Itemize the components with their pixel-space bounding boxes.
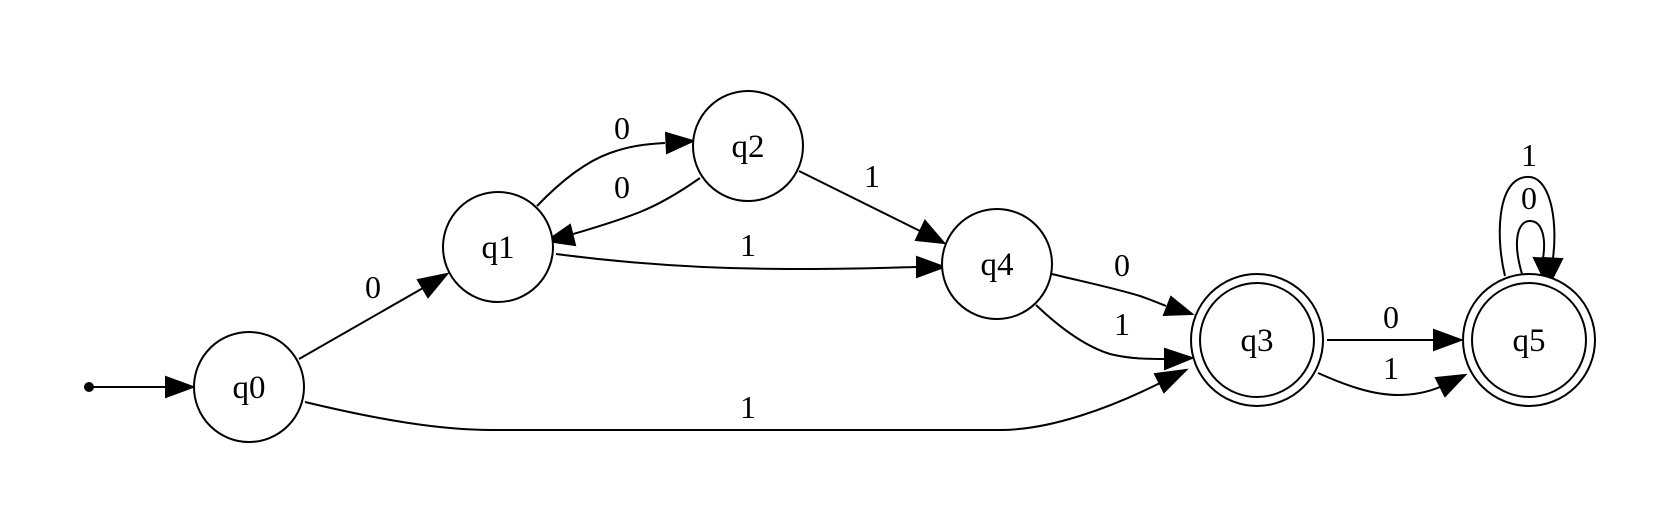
state-q1: q1 xyxy=(442,191,554,303)
edge-label-q3-q5-0: 0 xyxy=(1383,299,1399,335)
edge-q4-q3-1: 1 xyxy=(1035,304,1195,371)
edge-q1-q2: 0 xyxy=(536,110,696,207)
state-q3: q3 xyxy=(1190,273,1324,407)
edge-label-q3-q5-1: 1 xyxy=(1383,350,1399,386)
state-q4: q4 xyxy=(941,208,1053,320)
edge-q2-q4: 1 xyxy=(798,158,947,245)
edge-label-q4-q3-1: 1 xyxy=(1114,306,1130,342)
start-arrow xyxy=(84,375,196,399)
state-q5: q5 xyxy=(1462,273,1596,407)
edge-q1-q4: 1 xyxy=(555,227,947,279)
edge-label-q0-q3: 1 xyxy=(740,389,756,425)
state-label-q5: q5 xyxy=(1513,323,1546,359)
state-q0: q0 xyxy=(193,331,305,443)
state-label-q1: q1 xyxy=(482,230,515,266)
edge-q3-q5-1: 1 xyxy=(1317,350,1468,398)
state-label-q3: q3 xyxy=(1241,323,1274,359)
edge-q5-q5-0: 0 xyxy=(1515,180,1555,286)
edge-label-q1-q2: 0 xyxy=(614,110,630,146)
edge-label-q4-q3-0: 0 xyxy=(1114,247,1130,283)
edge-label-q5-q5-0: 0 xyxy=(1521,180,1537,216)
state-label-q2: q2 xyxy=(732,129,765,165)
state-q2: q2 xyxy=(692,90,804,202)
edge-q3-q5-0: 0 xyxy=(1327,299,1464,352)
edge-q0-q3: 1 xyxy=(304,368,1189,431)
state-label-q0: q0 xyxy=(233,370,266,406)
state-label-q4: q4 xyxy=(981,247,1014,283)
edge-label-q5-q5-1: 1 xyxy=(1521,137,1537,173)
edge-label-q2-q4: 1 xyxy=(864,158,880,194)
edge-q0-q1: 0 xyxy=(298,269,450,360)
edge-q4-q3-0: 0 xyxy=(1051,247,1195,317)
edge-label-q0-q1: 0 xyxy=(365,269,381,305)
edge-label-q1-q4: 1 xyxy=(740,227,756,263)
edge-label-q2-q1: 0 xyxy=(614,169,630,205)
edge-q2-q1: 0 xyxy=(544,169,701,247)
